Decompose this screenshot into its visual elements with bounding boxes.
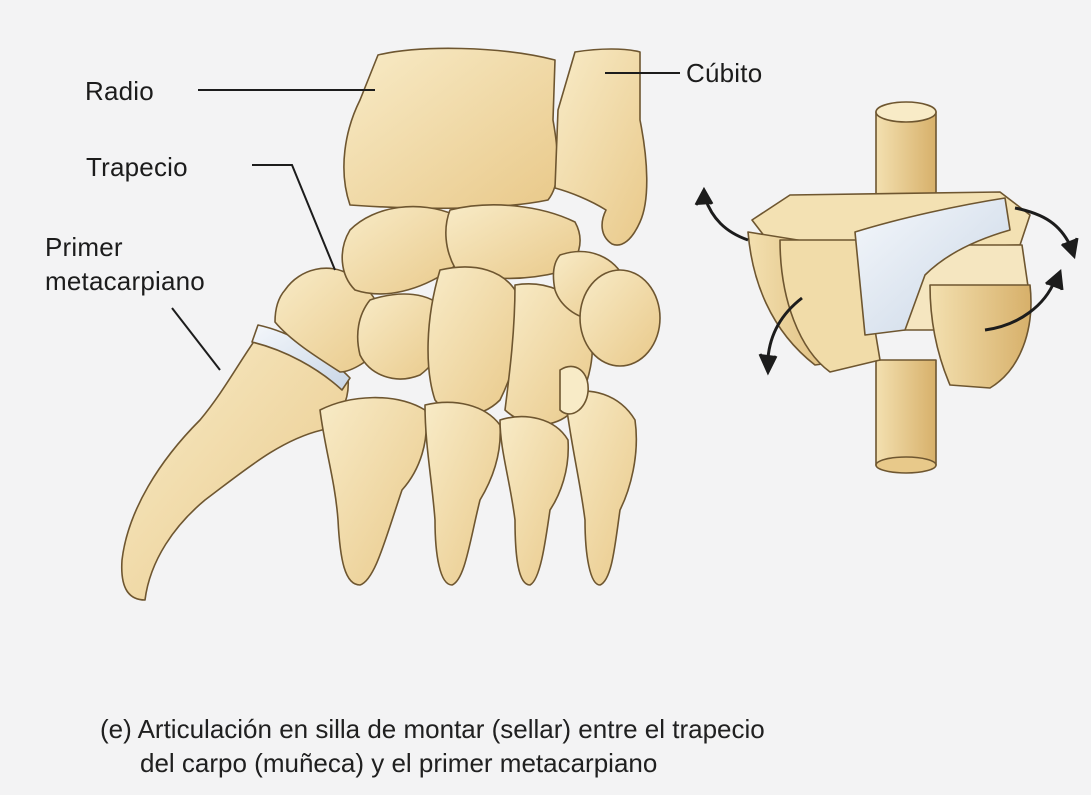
first-metacarpal-bone — [122, 330, 349, 600]
third-metacarpal-bone — [425, 402, 500, 585]
label-metacarpiano: metacarpiano — [45, 266, 205, 296]
caption-line-2: del carpo (muñeca) y el primer metacarpi… — [100, 746, 1000, 780]
second-metacarpal-bone — [320, 398, 426, 585]
label-primer: Primer — [45, 232, 123, 262]
radius-bone — [344, 48, 558, 208]
figure-caption: (e) Articulación en silla de montar (sel… — [100, 712, 1000, 780]
fifth-metacarpal-bone — [565, 391, 636, 585]
metacarpiano-leader — [172, 308, 220, 370]
hand-skeleton — [122, 48, 660, 600]
ulna-bone — [555, 49, 647, 245]
caption-line-1: Articulación en silla de montar (sellar)… — [138, 714, 765, 744]
label-trapecio: Trapecio — [86, 152, 188, 182]
label-radio: Radio — [85, 76, 154, 106]
pisiform-bone — [580, 270, 660, 366]
fourth-metacarpal-bone — [500, 417, 568, 585]
label-cubito: Cúbito — [686, 58, 762, 88]
vertical-axis-rod-bottom — [876, 360, 936, 465]
caption-marker: (e) — [100, 714, 132, 744]
saddle-joint-model — [748, 102, 1031, 473]
trapecio-leader — [252, 165, 335, 270]
